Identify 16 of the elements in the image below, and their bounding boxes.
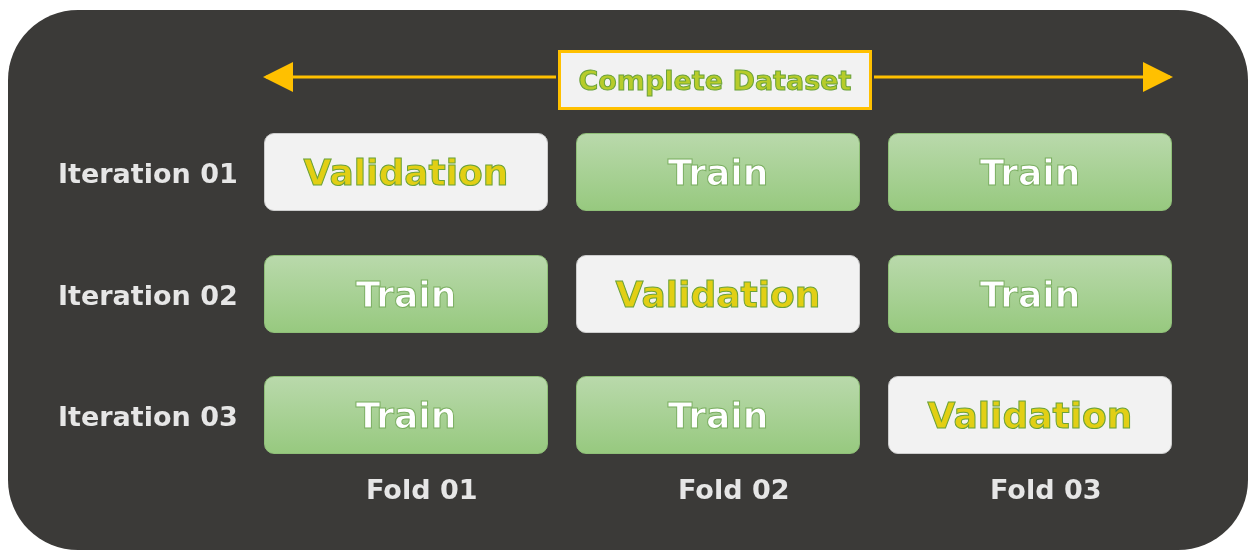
training-fold-box: Train [888, 255, 1172, 333]
training-fold-box: Train [576, 376, 860, 454]
training-fold-box: Train [576, 133, 860, 211]
validation-fold-box: Validation [264, 133, 548, 211]
validation-fold-box: Validation [888, 376, 1172, 454]
row-label: Iteration 01 [58, 158, 238, 189]
column-label: Fold 02 [678, 474, 790, 505]
validation-fold-box: Validation [576, 255, 860, 333]
training-fold-box: Train [264, 255, 548, 333]
row-label: Iteration 02 [58, 280, 238, 311]
column-label: Fold 03 [990, 474, 1102, 505]
training-fold-box: Train [264, 376, 548, 454]
dataset-box: Complete Dataset [558, 50, 872, 110]
training-fold-box: Train [888, 133, 1172, 211]
row-label: Iteration 03 [58, 401, 238, 432]
column-label: Fold 01 [366, 474, 478, 505]
